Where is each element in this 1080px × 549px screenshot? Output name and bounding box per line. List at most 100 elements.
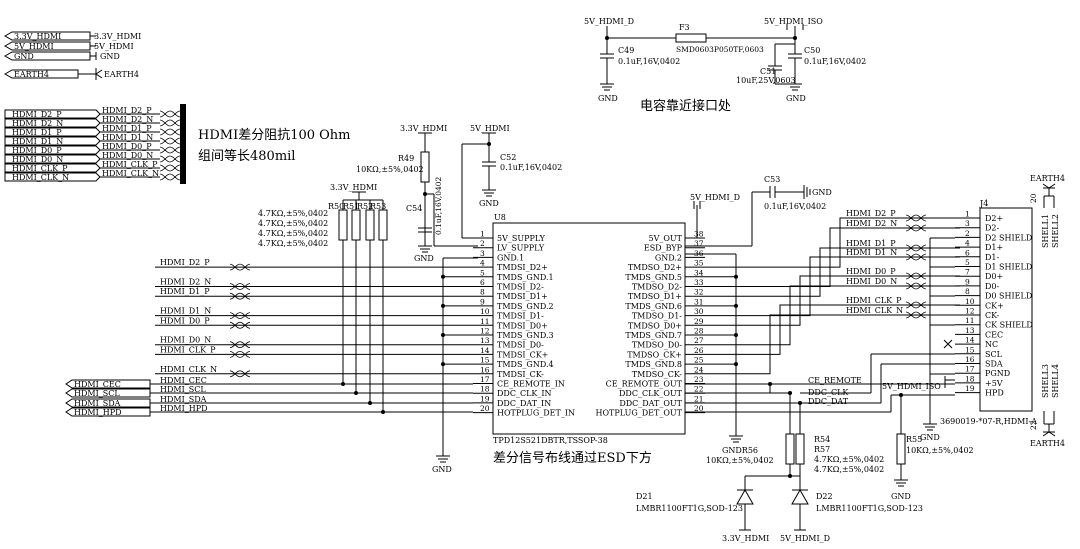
pin-name: TMDSO_D1-	[632, 312, 682, 321]
port-earth4[interactable]: EARTH4	[3, 69, 79, 79]
diode-d21[interactable]	[736, 488, 754, 505]
diode-d22[interactable]	[791, 488, 809, 505]
cap-ref: C54	[406, 204, 422, 213]
pin-name: DDC_DAT_IN	[497, 399, 551, 408]
pin-number: 15	[480, 356, 490, 365]
net-label: HDMI_D0_N	[102, 151, 153, 160]
pin-name: DDC_CLK_OUT	[619, 389, 683, 398]
pin-name: CE_REMOTE_IN	[497, 380, 565, 389]
cap-c50[interactable]	[788, 53, 802, 59]
pin-name: LV_SUPPLY	[497, 244, 545, 253]
port-label: HDMI_SDA	[74, 399, 121, 408]
cap-c49[interactable]	[600, 53, 614, 59]
resistor-pullup[interactable]	[338, 209, 348, 241]
resistor-r57[interactable]	[795, 433, 805, 465]
gnd-label: GNDR56	[722, 446, 758, 455]
cap-value: 0.1uF,16V,0402	[764, 202, 826, 211]
earth-icon	[1042, 183, 1056, 196]
pin-number: 16	[965, 355, 975, 364]
pin-number: 20	[694, 404, 704, 413]
ctrl-port[interactable]: HDMI_SDA	[65, 398, 151, 408]
net-label: HDMI_D1_P	[102, 124, 152, 133]
pin-number: 8	[480, 288, 485, 297]
port-label: HDMI_SCL	[74, 389, 120, 398]
resistor-r55[interactable]	[896, 433, 906, 465]
resistor-pullup[interactable]	[365, 209, 375, 241]
port-label: HDMI_D2_P	[12, 110, 62, 119]
hdmi-port[interactable]: HDMI_CLK_N	[4, 172, 101, 182]
pin-name: +5V	[985, 379, 1003, 388]
port-label: HDMI_D1_N	[12, 137, 63, 146]
net-label: HDMI_D1_N	[160, 307, 211, 316]
resistor-pullup[interactable]	[378, 209, 388, 241]
res-ref: R55	[906, 435, 922, 444]
res-ref: R54	[814, 435, 830, 444]
twisted-pair-icon	[229, 341, 251, 349]
net-label: HDMI_CLK_P	[102, 160, 158, 169]
net-label: HDMI_D1_P	[160, 287, 210, 296]
hdmi-port[interactable]: HDMI_D1_P	[4, 127, 101, 137]
hdmi-port[interactable]: HDMI_D1_N	[4, 136, 101, 146]
cap-c53[interactable]	[769, 186, 776, 198]
pin-name: HOTPLUG_DET_IN	[497, 409, 575, 418]
port-label: HDMI_D1_P	[12, 128, 62, 137]
hdmi-port[interactable]: HDMI_D0_P	[4, 145, 101, 155]
u8-gnd: GND	[432, 257, 478, 474]
pin-number: 11	[480, 317, 490, 326]
pin-name: TMDSI_D2+	[497, 263, 548, 272]
filter-note: 电容靠近接口处	[640, 98, 731, 114]
cap-c52[interactable]	[482, 161, 496, 167]
port-3v3-hdmi[interactable]: 3.3V_HDMI	[3, 31, 91, 41]
filter-section: 5V_HDMI_D 5V_HDMI_ISO F3 SMD0603P050TF,0…	[584, 17, 866, 114]
hdmi-port[interactable]: HDMI_CLK_P	[4, 163, 101, 173]
resistor-pullup[interactable]	[351, 209, 361, 241]
pin-number: 13	[965, 326, 975, 335]
net-label: 5V_HDMI_D	[780, 534, 830, 543]
nc-mark-icon	[943, 339, 953, 349]
shell-label: SHELL3	[1041, 364, 1050, 398]
pin-number: 17	[965, 365, 975, 374]
pin-number: 25	[694, 356, 704, 365]
ctrl-port[interactable]: HDMI_HPD	[65, 407, 151, 417]
resistor-r54[interactable]	[785, 433, 795, 465]
ctrl-port[interactable]: HDMI_SCL	[65, 388, 151, 398]
res-value: 4.7KΩ,±5%,0402	[258, 219, 328, 228]
port-label: HDMI_CEC	[74, 380, 121, 389]
hdmi-port[interactable]: HDMI_D0_N	[4, 154, 101, 164]
hdmi-port[interactable]: HDMI_D2_P	[4, 109, 101, 119]
pin-number: 24	[694, 365, 704, 374]
res-ref: R57	[814, 445, 830, 454]
port-5v-hdmi[interactable]: 5V_HDMI	[3, 41, 91, 51]
pin-number: 3	[965, 219, 970, 228]
pin-number: 10	[480, 307, 490, 316]
res-ref: R51	[343, 202, 359, 211]
diode-value: LMBR1100FT1G,SOD-123	[636, 504, 743, 513]
pin-name: TMDSI_D0-	[497, 341, 544, 350]
pin-number: 18	[965, 374, 975, 383]
pin-number: 13	[480, 336, 490, 345]
pin-name: TMDSI_D0+	[497, 321, 548, 330]
diode-ref: D21	[636, 492, 653, 501]
shell-label: SHELL2	[1051, 214, 1060, 248]
twisted-pair-icon	[159, 155, 181, 163]
earth-label: EARTH4	[1030, 439, 1065, 448]
port-gnd[interactable]: GND	[3, 51, 91, 61]
pin-number: 37	[694, 239, 704, 248]
pin-name: D1 SHIELD	[985, 263, 1032, 272]
chip-ref: U8	[494, 213, 506, 222]
pin-name: D2+	[985, 214, 1003, 223]
fuse-f3[interactable]	[675, 33, 707, 43]
pin-name: TMDS_GND.7	[625, 331, 682, 340]
ctrl-port[interactable]: HDMI_CEC	[65, 379, 151, 389]
pin-name: D2 SHIELD	[985, 233, 1032, 242]
res-value: 4.7KΩ,±5%,0402	[258, 229, 328, 238]
pin-name: PGND	[985, 369, 1010, 378]
cap-c54[interactable]	[418, 227, 432, 233]
pin-number: 33	[694, 278, 704, 287]
twisted-pair-icon	[905, 224, 927, 232]
hdmi-port[interactable]: HDMI_D2_N	[4, 118, 101, 128]
pin-name: GND.1	[497, 253, 524, 262]
net-label: HDMI_D2_P	[846, 209, 896, 218]
